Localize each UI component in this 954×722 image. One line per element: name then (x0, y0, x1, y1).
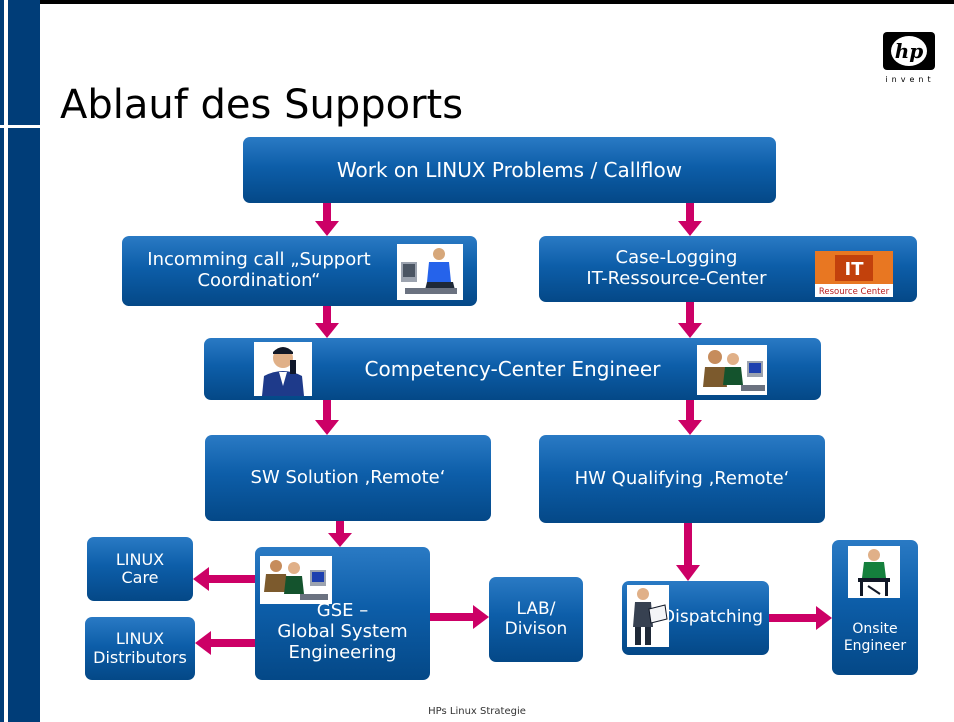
lab-division-label: LAB/ Divison (504, 598, 568, 639)
hp-logo-badge: hp (883, 32, 935, 70)
hp-logo-tagline: invent (885, 75, 935, 84)
slide-title: Ablauf des Supports (60, 82, 464, 128)
arrow-top-to-incoming (315, 203, 339, 236)
incoming-call-label: Incomming call „Support Coordination“ (147, 249, 371, 291)
computer-user-picture (397, 244, 463, 300)
dispatching-label: Dispatching (662, 607, 763, 628)
linux-care-label: LINUX Care (115, 549, 165, 587)
arrow-incoming-to-competency (315, 306, 339, 338)
onsite-engineer-picture (848, 546, 900, 598)
arrow-gse-to-lab (430, 605, 489, 629)
work-on-linux-label: Work on LINUX Problems / Callflow (336, 157, 683, 182)
hp-logo-letters: hp (895, 39, 924, 63)
arrow-dispatching-to-onsite (769, 606, 832, 630)
linux-distributors-label: LINUX Distributors (93, 629, 187, 667)
arrow-gse-to-linux-distributors (195, 631, 255, 655)
arrow-gse-to-linux-care (193, 567, 255, 591)
arrow-hw-to-dispatching (676, 523, 700, 581)
hp-logo-mark: hp (891, 36, 927, 66)
onsite-engineer-label: Onsite Engineer (843, 621, 907, 654)
title-rule (0, 125, 40, 128)
linux-care-box: LINUX Care (87, 537, 193, 601)
incoming-call-box: Incomming call „Support Coordination“ (122, 236, 477, 306)
competency-center-label: Competency-Center Engineer (364, 356, 661, 381)
arrow-competency-to-sw (315, 400, 339, 435)
hw-qualifying-box: HW Qualifying ‚Remote‘ (539, 435, 825, 523)
engineers-at-computer-picture (697, 345, 767, 395)
dispatcher-picture (627, 585, 669, 647)
linux-distributors-box: LINUX Distributors (85, 617, 195, 680)
gse-team-picture (260, 556, 332, 604)
work-on-linux-box: Work on LINUX Problems / Callflow (243, 137, 776, 203)
sw-solution-label: SW Solution ‚Remote‘ (250, 466, 446, 488)
top-rule (40, 0, 954, 4)
itrc-logo-label: Resource Center (819, 287, 890, 297)
arrow-case-logging-to-competency (678, 302, 702, 338)
sw-solution-box: SW Solution ‚Remote‘ (205, 435, 491, 521)
phone-engineer-picture (254, 342, 312, 396)
lab-division-box: LAB/ Divison (489, 577, 583, 662)
arrow-competency-to-hw (678, 400, 702, 435)
case-logging-label: Case-Logging IT-Ressource-Center (586, 247, 767, 289)
arrow-top-to-case-logging (678, 203, 702, 236)
hp-logo: hp invent (876, 32, 944, 92)
gse-label: GSE – Global System Engineering (277, 600, 408, 663)
svg-text:IT: IT (845, 259, 865, 280)
left-sidebar-stripe (4, 0, 8, 722)
arrow-sw-to-gse (328, 521, 352, 547)
itrc-logo: IT Resource Center (815, 251, 893, 297)
hw-qualifying-label: HW Qualifying ‚Remote‘ (574, 467, 790, 489)
slide-footer: HPs Linux Strategie (428, 706, 526, 717)
